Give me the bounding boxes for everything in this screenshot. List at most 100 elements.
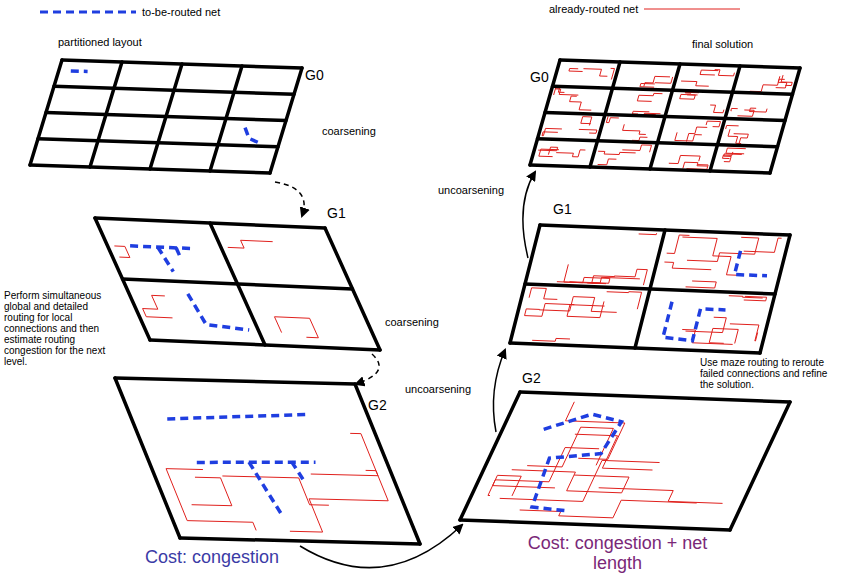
routed-net	[606, 116, 618, 122]
grid-line	[730, 402, 790, 530]
routed-net	[222, 476, 329, 505]
routing-plane	[460, 392, 790, 530]
grid-line	[460, 392, 520, 520]
grid-line	[525, 284, 775, 294]
unrouted-net	[158, 247, 174, 272]
level-label: G1	[327, 206, 346, 221]
grid-line	[538, 139, 778, 147]
routed-net	[750, 79, 785, 91]
legend-sample	[38, 6, 138, 18]
routing-plane	[30, 60, 302, 173]
routed-net	[538, 147, 557, 154]
routed-net	[680, 94, 698, 99]
routed-net	[728, 129, 741, 143]
routed-net	[730, 324, 759, 341]
routed-net	[166, 469, 256, 531]
grid-line	[760, 235, 790, 353]
routing-plane	[115, 378, 420, 544]
unrouted-net	[292, 462, 305, 481]
routed-net	[581, 117, 592, 126]
routed-net	[554, 88, 565, 95]
grid-line	[180, 538, 420, 544]
unrouted-net	[532, 414, 621, 511]
routed-net	[274, 317, 318, 338]
routed-net	[598, 159, 617, 165]
routed-net	[686, 127, 707, 141]
grid-line	[530, 165, 770, 173]
routed-net	[114, 246, 130, 258]
flow-arrow	[493, 350, 505, 432]
routed-net	[569, 68, 583, 71]
unrouted-net	[71, 69, 88, 73]
step-label: coarsening	[385, 316, 439, 328]
routed-net	[557, 277, 610, 283]
routed-net	[710, 105, 724, 113]
routed-net	[640, 83, 655, 87]
routed-net	[644, 76, 670, 86]
routed-net	[715, 70, 735, 76]
grid-line	[46, 113, 286, 121]
flow-arrow	[300, 525, 462, 568]
routed-net	[614, 269, 647, 285]
grid-line	[710, 66, 740, 171]
layout-caption: partitioned layout	[58, 36, 142, 48]
note-text: Perform simultaneous global and detailed…	[4, 290, 116, 367]
flow-arrow	[356, 354, 379, 384]
routed-net	[192, 477, 232, 506]
routed-net	[637, 93, 662, 101]
routed-net	[726, 148, 746, 154]
routed-net	[683, 162, 707, 168]
routed-net	[726, 125, 739, 129]
unrouted-net	[130, 246, 194, 249]
note-text: Use maze routing to reroute failed conne…	[700, 357, 832, 390]
unrouted-net	[249, 462, 283, 517]
routed-net	[290, 470, 388, 532]
unrouted-net	[245, 128, 262, 144]
grid-line	[115, 378, 180, 538]
unrouted-nets	[71, 71, 767, 517]
routed-net	[539, 149, 559, 157]
routed-net	[583, 69, 607, 77]
routed-net	[570, 96, 592, 110]
routed-net	[737, 110, 754, 116]
routing-plane	[530, 60, 800, 173]
routed-net	[729, 296, 763, 298]
routed-net	[228, 240, 273, 248]
routed-net	[575, 434, 653, 470]
routed-net	[143, 295, 173, 318]
routed-net	[311, 433, 378, 475]
cost-label: Cost: congestion + net length	[525, 534, 710, 574]
unrouted-net	[663, 302, 726, 341]
routing-plane	[510, 225, 790, 353]
routed-net	[700, 70, 718, 75]
routed-net	[599, 488, 723, 504]
grid-line	[325, 228, 380, 350]
level-label: G2	[368, 398, 387, 413]
routed-net	[532, 338, 570, 341]
grid-line	[210, 66, 242, 171]
routed-net	[667, 235, 690, 253]
routed-net	[639, 233, 657, 234]
grid-line	[355, 384, 420, 544]
routed-net	[579, 129, 597, 133]
grid-line	[520, 392, 790, 402]
unrouted-net	[188, 294, 249, 330]
unrouted-net	[197, 460, 316, 464]
routed-net	[542, 128, 562, 135]
routed-net	[734, 134, 749, 144]
routed-net	[655, 77, 673, 83]
grid-line	[460, 520, 730, 530]
routed-net	[556, 150, 585, 157]
grid-line	[510, 343, 760, 353]
legend-item: already-routed net	[545, 3, 742, 15]
routed-net	[632, 137, 647, 140]
routed-net	[529, 288, 557, 300]
routed-net	[664, 262, 711, 270]
routed-net	[681, 81, 709, 86]
routed-net	[564, 264, 640, 283]
routed-net	[622, 145, 651, 152]
routing-plane	[95, 218, 380, 350]
routed-net	[724, 154, 742, 162]
flow-arrow	[523, 172, 535, 258]
routed-net	[598, 151, 636, 154]
